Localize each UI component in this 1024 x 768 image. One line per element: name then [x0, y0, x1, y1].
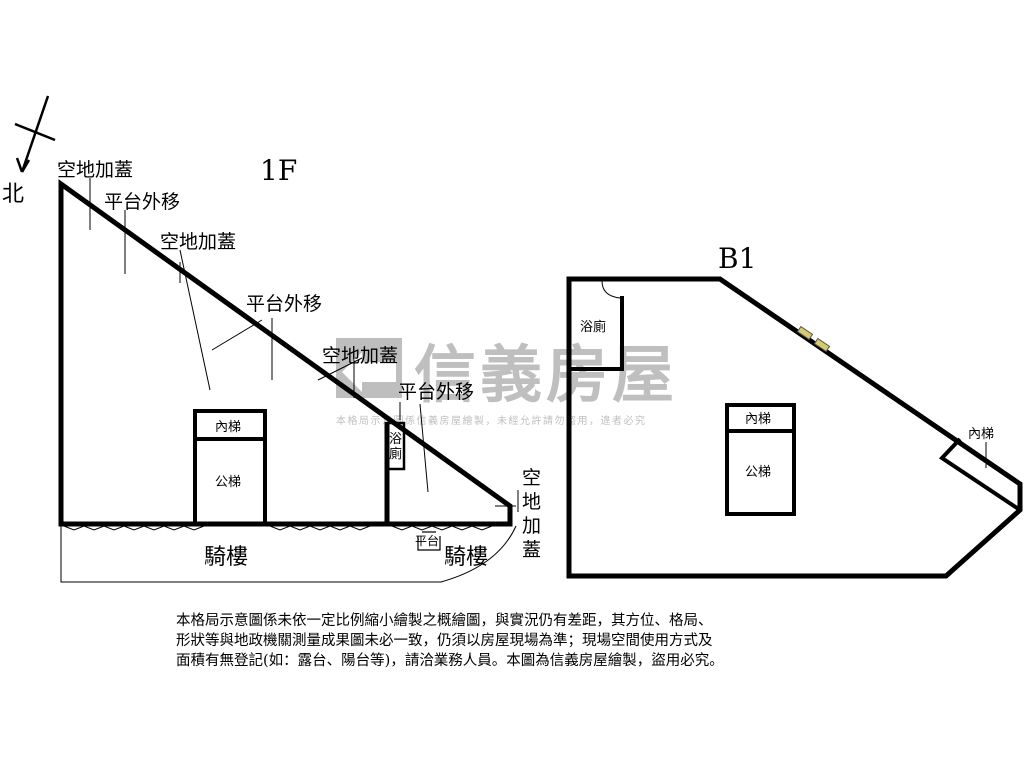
basement-1-inner-stair: 內梯	[745, 412, 771, 427]
basement-1-bathroom	[569, 296, 624, 371]
basement-1-bathroom-label: 浴廁	[580, 319, 606, 335]
basement-1-plan: 浴廁 內梯 公梯 內梯	[566, 276, 1023, 579]
floor-1-bathroom-char-1: 浴	[389, 432, 402, 447]
disclaimer-line-1: 本格局示意圖係未依一定比例縮小繪製之概繪圖，與實況仍有差距，其方位、格局、	[176, 613, 713, 629]
disclaimer-line-2: 形狀等與地政機關測量成果圖未必一致，仍須以房屋現場為準；現場空間使用方式及	[176, 633, 713, 649]
floor-1-title: 1F	[260, 154, 297, 187]
floor-1-annotation-1: 空地加蓋	[57, 159, 133, 181]
floor-1-stair-block	[193, 409, 267, 526]
watermark-brand: 信義房屋	[414, 338, 678, 411]
door-swing-icon	[601, 280, 621, 299]
disclaimer-line-3: 面積有無登記(如：露台、陽台等)，請洽業務人員。本圖為信義房屋繪製，盜用必究。	[176, 653, 724, 669]
floor-1-annotation-2: 平台外移	[104, 191, 180, 213]
basement-1-public-stair: 公梯	[745, 465, 771, 480]
floor-1-annotation-6: 平台外移	[398, 381, 474, 403]
basement-1-stair-block	[725, 403, 796, 516]
floor-1-right-annotation-2: 地	[522, 491, 541, 513]
floor-1-outline	[58, 179, 513, 527]
north-label: 北	[2, 182, 24, 207]
floor-1-right-annotation-1: 空	[522, 467, 541, 489]
floor-1-bathroom-char-2: 廁	[389, 446, 402, 462]
disclaimer: 本格局示意圖係未依一定比例縮小繪製之概繪圖，與實況仍有差距，其方位、格局、 形狀…	[176, 611, 856, 671]
floor-1-leader-lines	[89, 178, 519, 512]
floor-1-inner-stair: 內梯	[215, 420, 241, 435]
floor-1-public-stair: 公梯	[215, 475, 241, 490]
floor-1-zigzag	[63, 525, 493, 531]
basement-1-side-stair-label: 內梯	[968, 427, 994, 442]
north-arrow-icon	[14, 95, 56, 173]
floor-1-bathroom	[386, 421, 406, 471]
floor-1-arcade-right: 騎樓	[444, 545, 488, 570]
floor-1-annotation-3: 空地加蓋	[160, 231, 236, 253]
floor-1-arcade-boundary	[60, 525, 517, 583]
basement-1-title: B1	[718, 242, 756, 275]
floor-1-arcade-left: 騎樓	[204, 545, 248, 570]
window-marker-icon	[796, 325, 831, 353]
floor-1-annotation-4: 平台外移	[246, 293, 322, 315]
floor-1-right-annotation-3: 加	[522, 515, 541, 537]
basement-1-side-stair	[938, 437, 1022, 512]
floor-1-platform-label: 平台	[415, 533, 439, 548]
floor-1-plan: 內梯 公梯 浴 廁 平台 騎樓 騎樓	[57, 159, 541, 583]
floor-1-annotation-5: 空地加蓋	[322, 345, 398, 367]
floor-1-right-annotation-4: 蓋	[522, 539, 541, 561]
floor-1-platform-sketch	[417, 531, 441, 551]
